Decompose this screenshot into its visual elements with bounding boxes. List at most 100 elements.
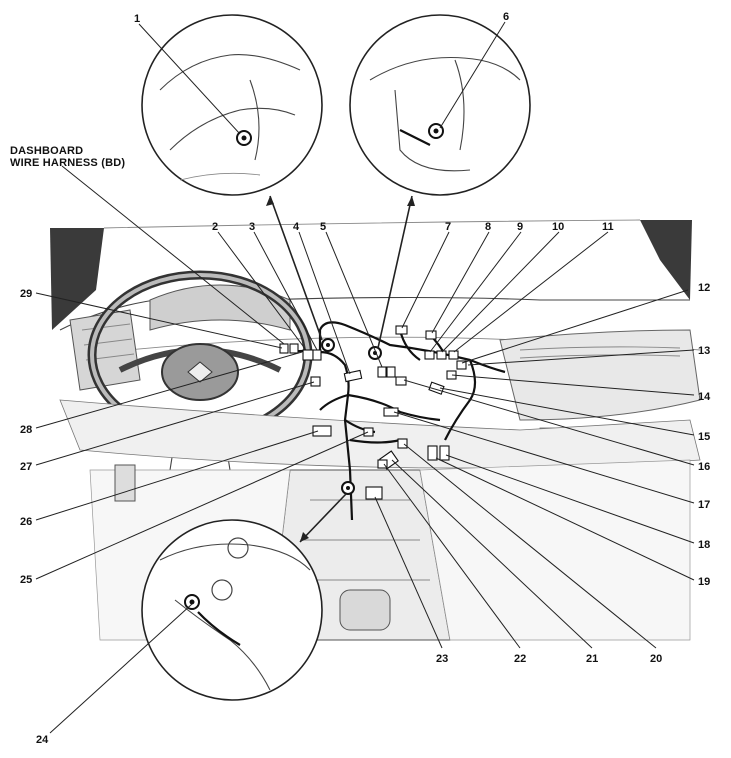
leader-8	[431, 231, 490, 334]
callout-12: 12	[698, 282, 710, 294]
leader-9	[429, 231, 522, 353]
leader-10	[441, 231, 560, 353]
callout-23: 23	[436, 653, 448, 665]
leader-lines	[35, 21, 695, 734]
harness-right-drop	[444, 359, 477, 441]
pointer-to-detail-6	[377, 195, 413, 349]
detail-24-sketch-a	[159, 543, 311, 571]
leader-26	[35, 430, 319, 521]
pedal	[114, 464, 136, 502]
connector-14	[428, 381, 445, 395]
connector-9	[424, 350, 435, 360]
detail-circle-24-border	[141, 519, 323, 701]
detail-24-hole-a	[227, 537, 249, 559]
connector-8	[425, 330, 437, 340]
leader-28	[35, 351, 303, 429]
detail-1-bracket	[249, 79, 260, 161]
detail-circle-ground-6	[349, 14, 531, 196]
detail-circle-ground-24	[141, 519, 323, 701]
connector-5b	[386, 366, 396, 378]
detail-6-ground-bolt-center	[433, 128, 439, 134]
detail-pointers	[266, 195, 415, 543]
connector-15	[395, 376, 407, 386]
connector-25	[363, 427, 374, 437]
ground-point-3-center	[326, 343, 330, 347]
detail-circle-6-border	[349, 14, 531, 196]
pointer-6-head	[407, 196, 415, 206]
connector-10	[436, 350, 447, 360]
detail-6-sketch-a	[369, 56, 521, 81]
harness-label-line1: DASHBOARD	[10, 145, 83, 157]
leader-6	[439, 21, 506, 129]
callout-labels: DASHBOARD WIRE HARNESS (BD) 1 2 3 4 5 6 …	[10, 11, 711, 746]
harness-mid-branch	[347, 393, 441, 422]
lower-dash	[59, 399, 701, 469]
connector-2	[302, 349, 314, 361]
leader-24	[49, 603, 193, 734]
connector-7	[395, 325, 408, 335]
windshield-edge	[103, 219, 641, 229]
leader-13	[467, 349, 695, 366]
callout-8: 8	[485, 221, 491, 233]
leader-18	[445, 454, 695, 544]
harness-label-line2: WIRE HARNESS (BD)	[10, 157, 125, 169]
callout-15: 15	[698, 431, 710, 443]
callout-9: 9	[517, 221, 523, 233]
callout-18: 18	[698, 539, 710, 551]
callout-1: 1	[134, 13, 140, 25]
detail-6-sketch-b	[394, 89, 471, 172]
callout-16: 16	[698, 461, 710, 473]
callout-21: 21	[586, 653, 598, 665]
leader-1	[138, 23, 241, 135]
leader-7	[401, 231, 450, 329]
callout-29: 29	[20, 288, 32, 300]
leader-27	[35, 381, 315, 466]
detail-1-sketch-c	[179, 172, 261, 181]
connector-11	[448, 350, 459, 360]
callout-17: 17	[698, 499, 710, 511]
detail-circle-1-border	[141, 14, 323, 196]
connector-26	[312, 425, 332, 437]
connector-3	[312, 349, 322, 361]
pointer-to-detail-1	[269, 195, 323, 341]
detail-24-wire	[197, 611, 241, 646]
callout-24: 24	[36, 734, 49, 746]
leader-22	[383, 463, 521, 649]
detail-24-hole-b	[211, 579, 233, 601]
passenger-floor	[419, 459, 691, 641]
pointer-24-head	[300, 532, 309, 542]
callout-7: 7	[445, 221, 451, 233]
leader-11	[453, 231, 609, 353]
leader-19	[435, 457, 695, 581]
callout-10: 10	[552, 221, 564, 233]
wire-harness	[279, 321, 506, 521]
detail-1-ground-bolt-center	[241, 135, 247, 141]
detail-circle-ground-1	[141, 14, 323, 196]
harness-upper-run	[318, 321, 506, 374]
callout-25: 25	[20, 574, 32, 586]
pointer-to-detail-24	[299, 493, 347, 543]
connector-5a	[377, 366, 387, 378]
connector-18b	[439, 445, 450, 461]
vent-line-1	[519, 346, 681, 351]
connector-23	[365, 486, 383, 500]
leader-29	[35, 292, 283, 349]
leader-21	[391, 459, 593, 649]
detail-24-ground-bolt-center	[189, 599, 195, 605]
connector-20	[397, 438, 408, 449]
connector-18a	[427, 445, 438, 461]
detail-24-sketch-b	[174, 599, 271, 691]
detail-1-sketch-a	[159, 54, 301, 91]
detail-6-sketch-c	[454, 59, 465, 151]
connector-27	[310, 376, 321, 387]
connector-17	[383, 407, 399, 417]
leader-14	[451, 374, 695, 396]
leader-16	[403, 379, 695, 466]
vent-line-2	[519, 354, 681, 359]
leader-5	[325, 231, 383, 368]
leader-17	[393, 411, 695, 504]
detail-6-wire	[399, 129, 431, 146]
leader-23	[374, 496, 443, 649]
leader-2	[217, 231, 307, 351]
